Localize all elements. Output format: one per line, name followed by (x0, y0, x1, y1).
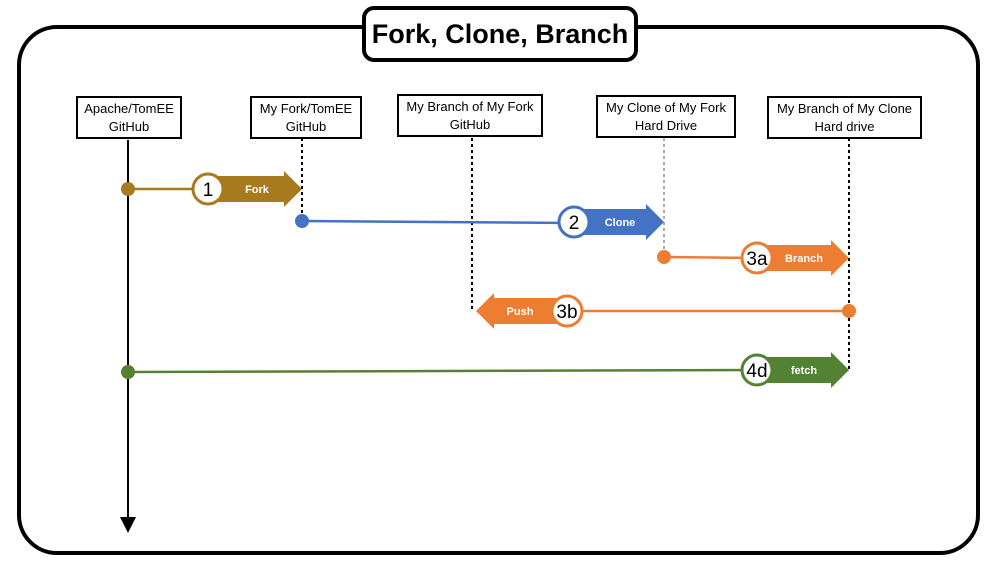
step-3a-badge (740, 241, 774, 275)
push-arrow (476, 293, 567, 329)
diagram-title: Fork, Clone, Branch (362, 6, 638, 62)
step-4d-start-dot (121, 365, 135, 379)
fork-arrow (208, 171, 302, 207)
node-2-line1: My Fork/TomEE (259, 100, 353, 116)
step-4d-line (127, 368, 758, 374)
push-label: Push (507, 306, 534, 318)
node-1-line2: GitHub (108, 118, 150, 134)
fork-label: Fork (245, 184, 270, 196)
step-3b-number: 3b (556, 302, 577, 323)
node-2-line2: GitHub (285, 118, 327, 134)
branch-arrow (757, 240, 849, 276)
node-5-line1: My Branch of My Clone (776, 100, 913, 116)
node-my-fork-github: My Fork/TomEE GitHub (250, 96, 362, 139)
step-2-start-dot (295, 214, 309, 228)
step-2-badge (557, 205, 591, 239)
step-3a-number: 3a (746, 249, 768, 270)
step-3b-badge (550, 294, 584, 328)
clone-arrow (574, 204, 664, 240)
fetch-arrow (757, 352, 849, 388)
node-1-line1: Apache/TomEE (84, 100, 174, 116)
step-3b-start-dot (842, 304, 856, 318)
step-4d-badge (740, 353, 774, 387)
step-2-line (301, 219, 575, 225)
step-1-badge (191, 172, 225, 206)
node-4-line2: Hard Drive (634, 117, 698, 133)
node-apache-tomee-github: Apache/TomEE GitHub (76, 96, 182, 139)
node-5-line2: Hard drive (814, 118, 875, 134)
step-1-start-dot (121, 182, 135, 196)
fetch-label: fetch (791, 365, 818, 377)
clone-label: Clone (605, 217, 636, 229)
step-3a-branch: 3a Branch (657, 240, 849, 276)
step-1-fork: 1 Fork (121, 171, 302, 207)
step-4d-fetch: 4d fetch (121, 352, 849, 388)
step-4d-number: 4d (746, 361, 767, 382)
node-3-line1: My Branch of My Fork (406, 98, 534, 114)
branch-label: Branch (785, 253, 823, 265)
step-3a-start-dot (657, 250, 671, 264)
step-3b-push: 3b Push (476, 293, 856, 329)
node-3-line2: GitHub (449, 116, 491, 132)
step-1-number: 1 (203, 180, 214, 201)
node-4-line1: My Clone of My Fork (606, 99, 726, 115)
step-2-clone: 2 Clone (295, 204, 664, 240)
step-2-number: 2 (569, 213, 580, 234)
